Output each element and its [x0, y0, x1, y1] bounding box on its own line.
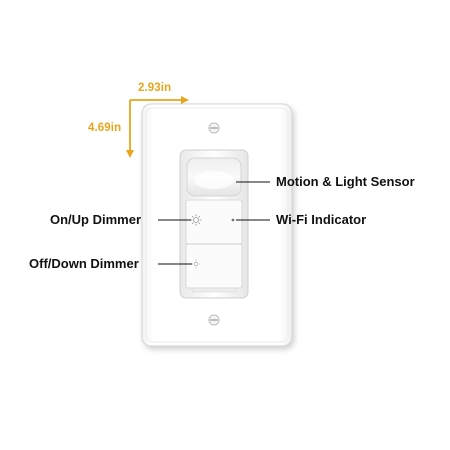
- dimension-arrows: [126, 96, 189, 158]
- led-dot-icon: [231, 218, 235, 222]
- off-down-dimmer-button[interactable]: [185, 243, 243, 289]
- width-dimension-label: 2.93in: [138, 82, 172, 94]
- height-dimension-label: 4.69in: [88, 122, 122, 134]
- motion-light-sensor-label: Motion & Light Sensor: [276, 174, 415, 189]
- wall-plate-bevel: [145, 107, 289, 343]
- on-up-dimmer-label: On/Up Dimmer: [50, 212, 142, 227]
- wifi-indicator-label: Wi-Fi Indicator: [276, 212, 367, 227]
- bottom-screw-icon: [208, 314, 220, 326]
- top-screw-icon: [208, 122, 220, 134]
- off-down-dimmer-label: Off/Down Dimmer: [29, 256, 139, 271]
